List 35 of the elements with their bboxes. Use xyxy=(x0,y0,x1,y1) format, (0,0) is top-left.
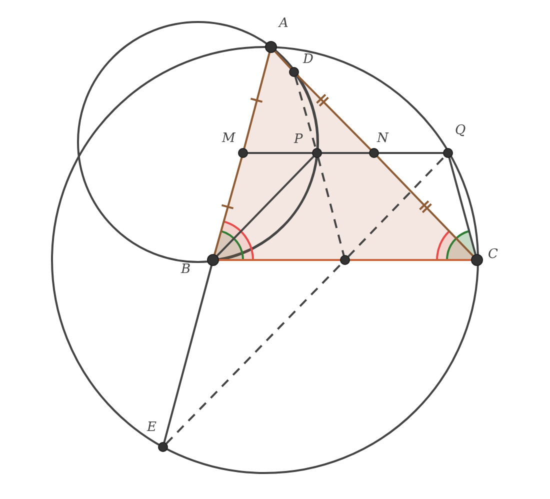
point-dot xyxy=(207,254,219,266)
point-dot xyxy=(443,148,453,158)
point-dot xyxy=(238,148,248,158)
line-segment xyxy=(248,152,312,154)
point-dot xyxy=(289,67,299,77)
point-label: M xyxy=(222,132,236,145)
line-segment xyxy=(378,152,444,154)
line-segment xyxy=(376,156,474,257)
line-segment xyxy=(322,152,370,154)
dashed-line xyxy=(165,262,343,444)
line-segment xyxy=(218,259,340,261)
point-label: P xyxy=(294,133,303,146)
point-label: C xyxy=(488,248,498,261)
point-dot xyxy=(340,255,350,265)
line-segment xyxy=(216,156,315,257)
line-segment xyxy=(350,259,472,261)
point-dot xyxy=(369,148,379,158)
line-segment xyxy=(296,74,372,150)
line-segment xyxy=(163,265,213,443)
line-segment xyxy=(274,50,292,70)
dashed-line xyxy=(294,76,317,149)
dashed-line xyxy=(317,157,345,256)
point-dot xyxy=(265,41,277,53)
line-segment xyxy=(448,157,477,255)
point-label: E xyxy=(147,421,156,434)
point-label: A xyxy=(279,17,288,30)
point-label: D xyxy=(303,53,314,66)
point-label: N xyxy=(377,132,388,145)
point-dot xyxy=(158,442,168,452)
point-dot xyxy=(471,254,483,266)
point-label: Q xyxy=(455,124,466,137)
dashed-line xyxy=(347,156,446,258)
line-segment xyxy=(243,52,271,149)
line-segment xyxy=(214,157,243,255)
point-label: B xyxy=(181,263,191,276)
